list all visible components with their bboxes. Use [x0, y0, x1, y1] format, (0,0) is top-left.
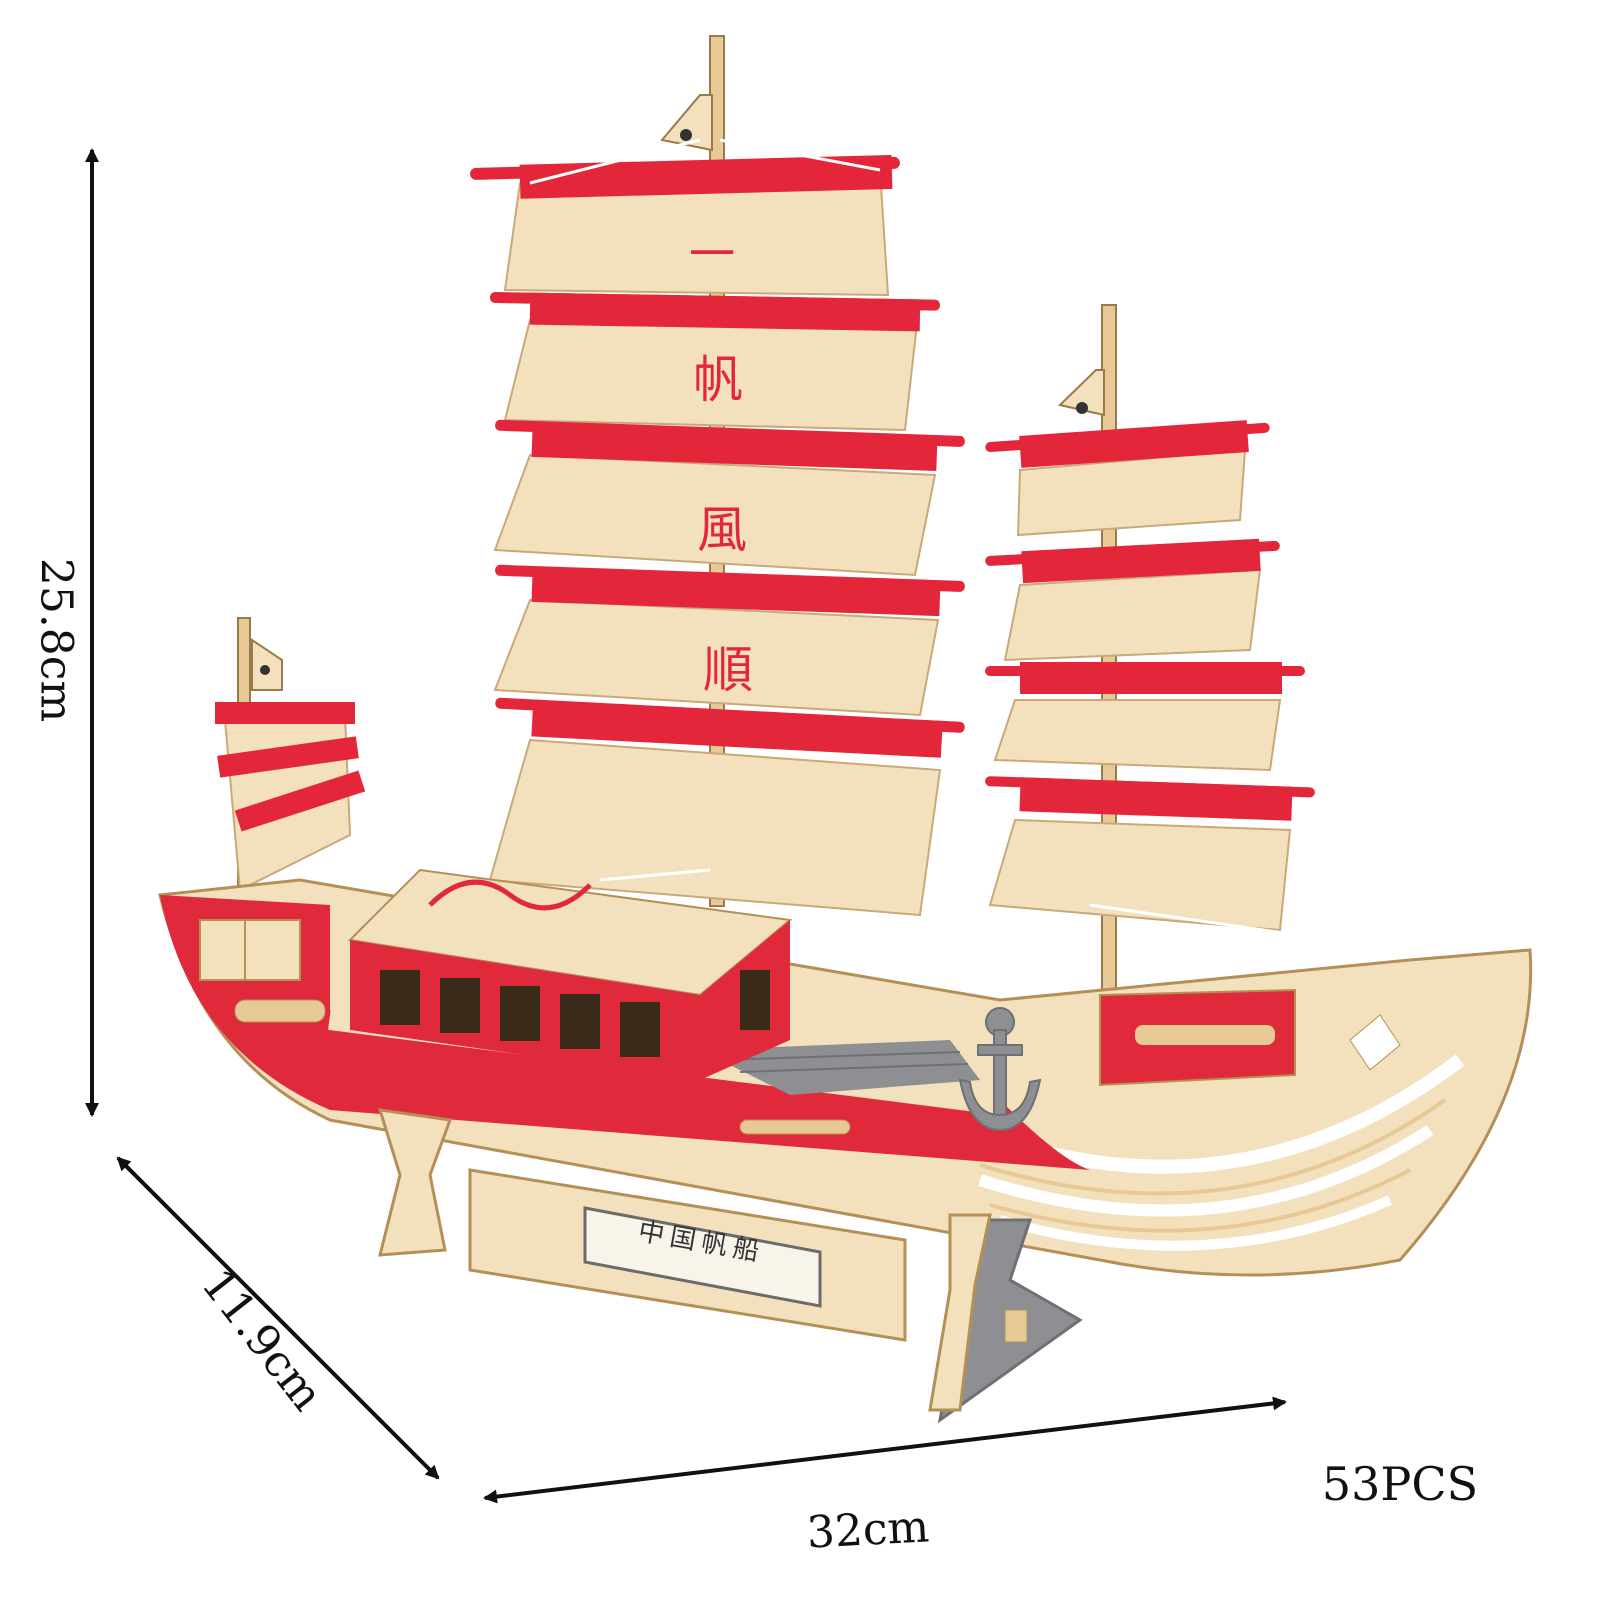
dragon-emblem — [428, 879, 592, 911]
main-sail-panel — [488, 697, 965, 917]
main-sail-panel — [470, 154, 900, 297]
cloud-pattern — [473, 1068, 727, 1111]
front-sail — [215, 702, 366, 892]
width-dimension-arrow — [483, 1396, 1287, 1504]
depth-dimension-arrow — [116, 1156, 440, 1480]
width-label: 32cm — [805, 1501, 931, 1559]
sail-character: 風 — [697, 501, 747, 559]
main-sail-panel — [493, 419, 965, 577]
rear-sail — [985, 420, 1315, 932]
sail-character: 順 — [703, 641, 753, 699]
rear-sail-panel — [985, 538, 1280, 662]
rear-sail-panel — [985, 776, 1315, 932]
main-sail — [470, 154, 965, 917]
deck — [700, 1040, 980, 1095]
height-label: 25.8cm — [30, 557, 82, 723]
cabin — [347, 868, 793, 1080]
sail-character: 一 — [689, 227, 735, 281]
pieces-count-label: 53PCS — [1321, 1457, 1479, 1511]
rear-sail-panel — [985, 420, 1270, 537]
stern-panel — [1099, 988, 1401, 1087]
cabin-windows — [380, 970, 660, 1057]
sail-character: 帆 — [693, 351, 743, 409]
main-sail-panel — [493, 564, 965, 717]
rear-sail-panel — [985, 662, 1305, 772]
anchor-icon — [958, 1007, 1042, 1132]
name-plate — [583, 1206, 822, 1308]
main-sail-panel — [490, 291, 940, 432]
